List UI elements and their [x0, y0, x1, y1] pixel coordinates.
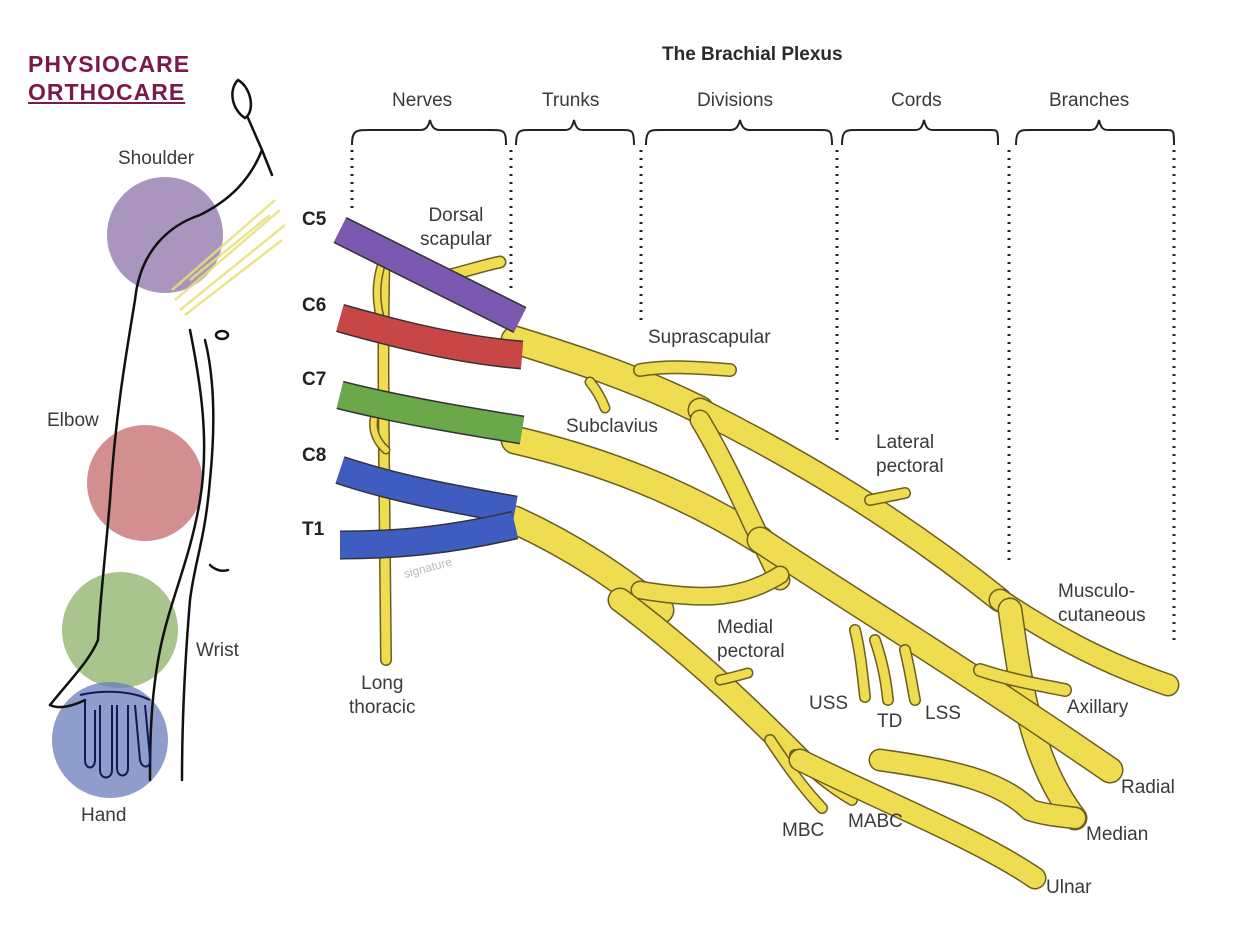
label-medial-pectoral: Medial pectoral [717, 616, 785, 664]
lateral-pectoral-nerve [865, 488, 910, 505]
label-radial: Radial [1121, 777, 1175, 798]
label-musculocutaneous: Musculo- cutaneous [1058, 580, 1146, 628]
label-lateral-pectoral-l1: Lateral [876, 432, 935, 453]
label-uss: USS [809, 693, 849, 714]
label-subclavius: Subclavius [566, 416, 658, 437]
logo-line-1: PHYSIOCARE [28, 51, 191, 77]
label-dorsal-scapular-l1: Dorsal [428, 205, 484, 226]
posterior-div-lower [632, 567, 788, 605]
middle-trunk [502, 427, 773, 553]
suprascapular-nerve [634, 361, 736, 376]
label-mbc: MBC [782, 820, 825, 841]
label-musculocutaneous-l2: cutaneous [1058, 605, 1146, 626]
subclavius-nerve [586, 378, 609, 412]
upper-trunk [502, 327, 713, 423]
roots [333, 217, 527, 560]
nerve-paths [369, 244, 1180, 890]
medial-cord [609, 589, 811, 771]
label-lss: LSS [925, 703, 961, 724]
label-mabc: MABC [848, 811, 903, 832]
hand-fingers [79, 690, 152, 779]
section-divisions: Divisions [697, 90, 774, 111]
label-elbow: Elbow [47, 410, 99, 431]
body-outline [48, 78, 274, 782]
root-c5 [334, 218, 526, 332]
artist-signature: signature [402, 555, 454, 581]
axillary-nerve [974, 664, 1071, 696]
lss-nerve [900, 645, 920, 705]
section-trunks: Trunks [542, 90, 600, 111]
label-musculocutaneous-l1: Musculo- [1058, 581, 1136, 602]
label-long-thoracic-l1: Long [361, 673, 404, 694]
label-c8: C8 [302, 445, 327, 466]
label-lateral-pectoral: Lateral pectoral [876, 431, 944, 479]
label-c6: C6 [302, 295, 327, 316]
mbc-nerve [765, 735, 827, 813]
ulnar-nerve [790, 750, 1045, 888]
root-c8 [335, 457, 518, 523]
diagram-title: The Brachial Plexus [662, 44, 843, 65]
uss-nerve [850, 625, 870, 702]
label-long-thoracic: Long thoracic [349, 672, 416, 720]
wrist-region [62, 572, 178, 688]
label-ulnar: Ulnar [1046, 877, 1092, 898]
shoulder-plexus-sketch [171, 199, 286, 316]
lateral-cord [689, 399, 1011, 611]
long-thoracic-nerve [378, 245, 391, 665]
medial-root-median [870, 750, 1085, 828]
label-c5: C5 [302, 209, 327, 230]
section-nerves: Nerves [392, 90, 453, 111]
label-dorsal-scapular-l2: scapular [420, 229, 492, 250]
section-branches: Branches [1049, 90, 1130, 111]
root-c7 [336, 382, 525, 443]
td-nerve [870, 635, 893, 705]
label-c7: C7 [302, 369, 327, 390]
logo-line-2: ORTHOCARE [28, 79, 186, 105]
label-hand: Hand [81, 805, 127, 826]
section-dividers [350, 150, 1176, 640]
section-braces [351, 119, 1175, 146]
label-wrist: Wrist [196, 640, 239, 661]
medial-pectoral-nerve [716, 669, 752, 684]
label-dorsal-scapular: Dorsal scapular [420, 204, 492, 252]
label-shoulder: Shoulder [118, 148, 195, 169]
posterior-cord [748, 528, 1122, 782]
label-medial-pectoral-l2: pectoral [717, 641, 785, 662]
label-suprascapular: Suprascapular [648, 327, 771, 348]
root-c6 [336, 305, 524, 368]
elbow-region [87, 425, 203, 541]
label-axillary: Axillary [1067, 697, 1129, 718]
logo: PHYSIOCARE ORTHOCARE [28, 50, 190, 106]
hand-region [52, 682, 168, 798]
label-medial-pectoral-l1: Medial [717, 617, 773, 638]
label-t1: T1 [302, 519, 325, 540]
label-td: TD [877, 711, 903, 732]
label-median: Median [1086, 824, 1149, 845]
root-t1 [339, 512, 518, 558]
label-lateral-pectoral-l2: pectoral [876, 456, 944, 477]
label-long-thoracic-l2: thoracic [349, 697, 416, 718]
section-cords: Cords [891, 90, 942, 111]
